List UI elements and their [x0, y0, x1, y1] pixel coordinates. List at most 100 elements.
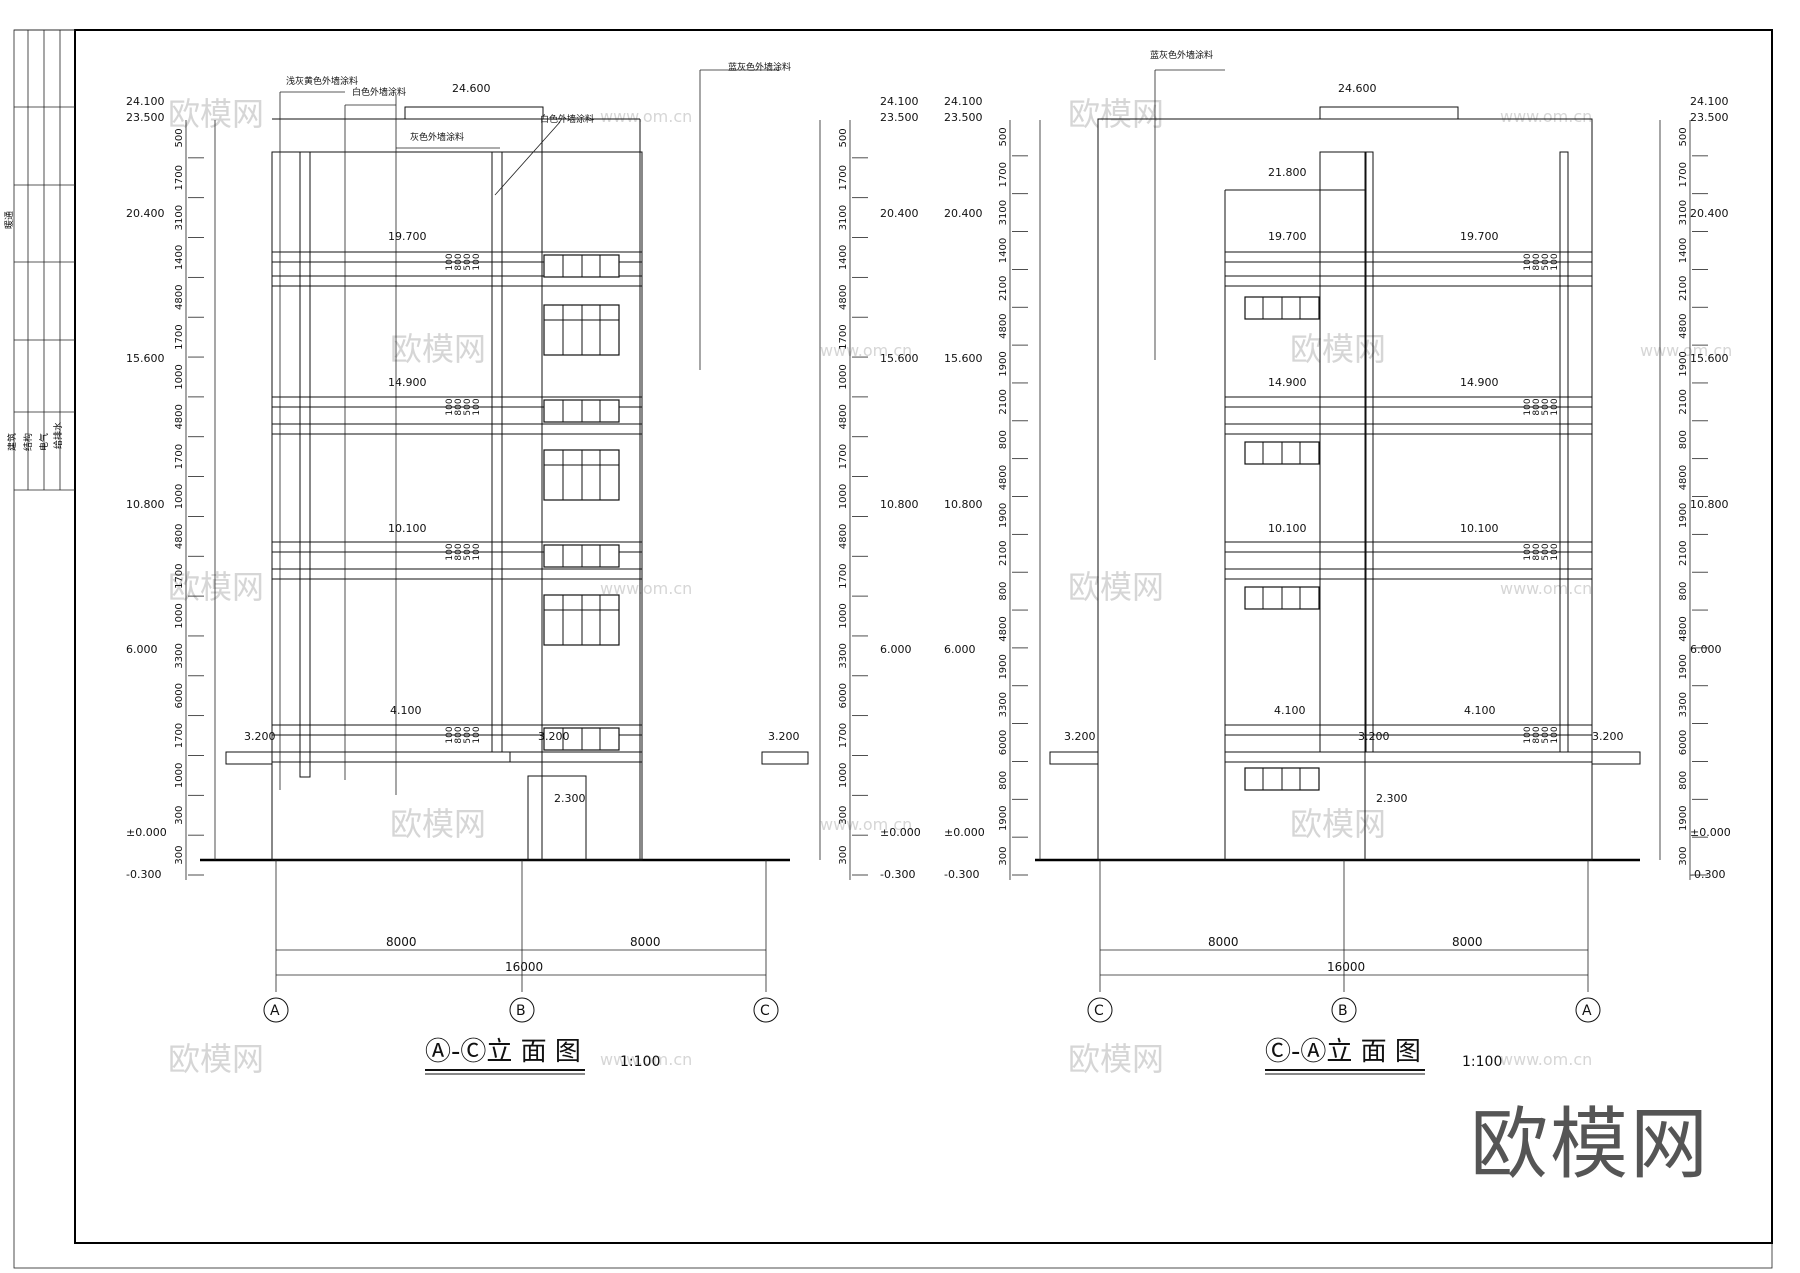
material-note: 灰色外墙涂料: [410, 131, 464, 143]
band-dim-label: 500: [1541, 398, 1551, 415]
title-block: 暖通 建筑 结构 电气 给排水: [3, 29, 75, 491]
material-note: 浅灰黄色外墙涂料: [286, 75, 358, 87]
watermark-text: 欧模网: [390, 330, 486, 368]
dimension-chains: 300 300 1000 1700 6000 3300 1000 1700 4800 1000 17…: [174, 127, 1708, 876]
floor-mark: 3.200: [1592, 730, 1624, 743]
floor-band: [271, 541, 643, 553]
chain-dim-label: 1000: [838, 603, 849, 628]
column: [1559, 151, 1569, 753]
chain-dim-label: 1900: [1678, 654, 1689, 679]
chain-dim-label: 4800: [1678, 313, 1689, 338]
level-label: 23.500: [1690, 111, 1729, 124]
chain-dim-label: 3100: [1678, 200, 1689, 225]
level-label: 23.500: [126, 111, 165, 124]
level-label: 20.400: [880, 207, 919, 220]
chain-dim-label: 4800: [174, 285, 185, 310]
chain-dim-label: 1900: [998, 654, 1009, 679]
drawing-frame: [74, 29, 1773, 1244]
floor-mark: 19.700: [388, 230, 427, 243]
band-dim-label: 100: [1550, 543, 1560, 560]
chain-dim-label: 800: [1678, 771, 1689, 790]
watermark-text: 欧模网: [168, 95, 264, 133]
axis-bubble: [753, 997, 779, 1023]
roof-parapet: [1319, 106, 1459, 120]
level-label: -0.300: [880, 868, 915, 881]
chain-dim-label: 1900: [998, 503, 1009, 528]
level-label: 23.500: [880, 111, 919, 124]
chain-dim-label: 1700: [838, 444, 849, 469]
roof-parapet: [404, 106, 544, 120]
axis-bubble: [263, 997, 289, 1023]
chain-dim-label: 1000: [174, 763, 185, 788]
chain-dim-label: 500: [998, 127, 1009, 146]
brand-logo: 欧模网: [1470, 1100, 1711, 1190]
band-dim-label: 800: [454, 253, 464, 270]
chain-dim-label: 4800: [838, 404, 849, 429]
floor-mark: 4.100: [1464, 704, 1496, 717]
level-label: 10.800: [944, 498, 983, 511]
chain-dim-label: 500: [838, 128, 849, 147]
axis-label: C: [1094, 1003, 1104, 1019]
chain-dim-label: 6000: [838, 683, 849, 708]
band-dim-label: 100: [472, 726, 482, 743]
floor-band: [271, 568, 643, 580]
drawing-scale: 1:100: [620, 1054, 660, 1070]
chain-dim-label: 300: [174, 806, 185, 825]
floor-mark: 14.900: [1268, 376, 1307, 389]
chain-dim-label: 4800: [838, 524, 849, 549]
level-label: 24.100: [1690, 95, 1729, 108]
canopy: [225, 751, 273, 765]
watermark-text: 欧模网: [1290, 805, 1386, 843]
chain-dim-label: 800: [998, 582, 1009, 601]
chain-dim-label: 1000: [174, 603, 185, 628]
chain-dim-label: 1400: [998, 238, 1009, 263]
chain-dim-label: 300: [1678, 847, 1689, 866]
chain-dim-label: 4800: [998, 616, 1009, 641]
watermark-text: 欧模网: [1068, 568, 1164, 606]
level-label: 23.500: [944, 111, 983, 124]
chain-dim-label: 3300: [838, 643, 849, 668]
level-label: 24.100: [944, 95, 983, 108]
floor-mark: 21.800: [1268, 166, 1307, 179]
chain-dim-label: 1700: [174, 723, 185, 748]
chain-dim-label: 4800: [998, 313, 1009, 338]
entrance-door: [527, 775, 587, 861]
band-dim-label: 100: [1550, 726, 1560, 743]
chain-dim-label: 800: [998, 430, 1009, 449]
span-dim: 8000: [1452, 935, 1483, 949]
axis-label: C: [760, 1003, 770, 1019]
span-dim: 8000: [386, 935, 417, 949]
level-label: -0.300: [1690, 868, 1725, 881]
floor-mark: 14.900: [388, 376, 427, 389]
floor-mark: 24.600: [452, 82, 491, 95]
band-dim-label: 800: [454, 543, 464, 560]
chain-dim-label: 1700: [998, 162, 1009, 187]
chain-dim-label: 300: [838, 806, 849, 825]
level-label: 15.600: [1690, 352, 1729, 365]
watermark-text: 欧模网: [1068, 1040, 1164, 1078]
drawing-title: Ⓒ-Ⓐ立 面 图: [1265, 1037, 1421, 1067]
band-dim-label: 100: [1523, 253, 1533, 270]
chain-dim-label: 2100: [1678, 389, 1689, 414]
floor-mark: 3.200: [244, 730, 276, 743]
level-label: 20.400: [126, 207, 165, 220]
level-label: 6.000: [880, 643, 912, 656]
watermark-text: 欧模网: [1290, 330, 1386, 368]
canopy: [1049, 751, 1099, 765]
chain-dim-label: 2100: [1678, 276, 1689, 301]
floor-mark: 3.200: [768, 730, 800, 743]
chain-dim-label: 6000: [174, 683, 185, 708]
floor-band: [271, 396, 643, 408]
floor-mark: 10.100: [1460, 522, 1499, 535]
band-dim-label: 100: [472, 253, 482, 270]
material-note: 白色外墙涂料: [540, 113, 594, 125]
axis-bubble: [1087, 997, 1113, 1023]
level-label: 15.600: [126, 352, 165, 365]
level-label: 10.800: [1690, 498, 1729, 511]
band-dim-label: 500: [1541, 253, 1551, 270]
floor-mark: 19.700: [1460, 230, 1499, 243]
level-label: 20.400: [944, 207, 983, 220]
chain-dim-label: 1400: [1678, 238, 1689, 263]
band-dim-label: 100: [445, 253, 455, 270]
chain-dim-label: 300: [838, 846, 849, 865]
